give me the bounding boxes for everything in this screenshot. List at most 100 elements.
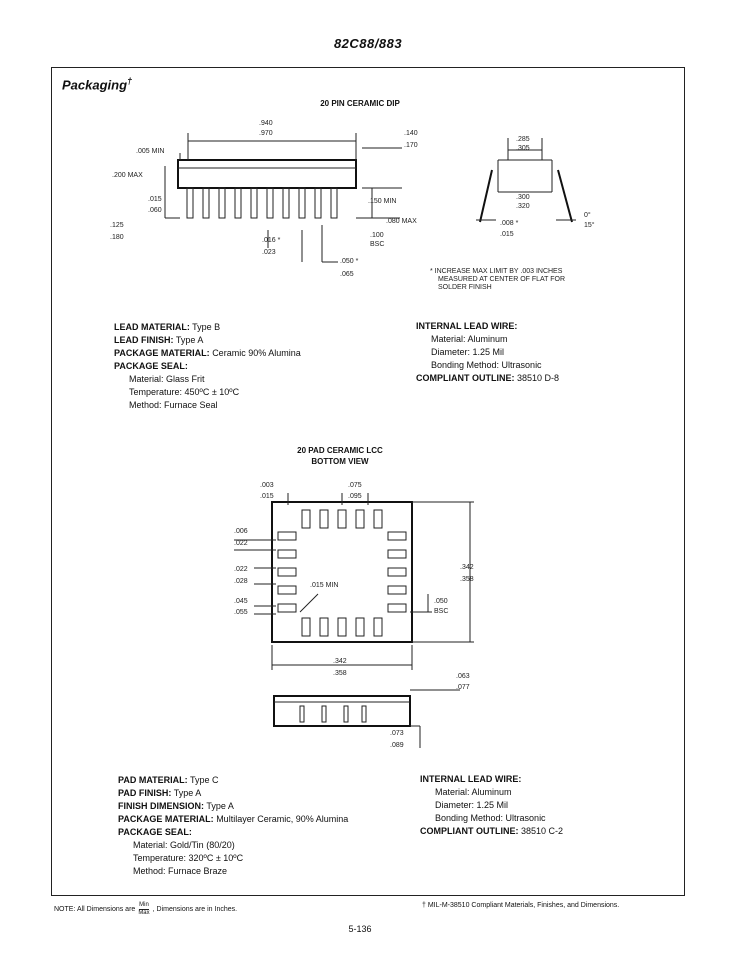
- lcc-wire-item: Material: Aluminum: [435, 787, 512, 797]
- lcc-spec-right: INTERNAL LEAD WIRE: Material: Aluminum D…: [420, 773, 563, 838]
- dip-dim-width-max: .305: [516, 145, 530, 152]
- dip-spec-value: Type B: [192, 322, 221, 332]
- footer-compliance-note: † MIL-M-38510 Compliant Materials, Finis…: [422, 902, 620, 909]
- dip-dim-end-min: .005 MIN: [136, 148, 165, 155]
- dip-spec-row: PACKAGE MATERIAL: Ceramic 90% Alumina: [114, 347, 301, 360]
- dip-dim-seat-min: .150 MIN: [368, 198, 397, 205]
- dip-dim-lead-width-min: .016 *: [262, 237, 281, 244]
- lcc-spec-row: PAD MATERIAL: Type C: [118, 774, 348, 787]
- footer-note-prefix: NOTE: All Dimensions are: [54, 906, 136, 913]
- dip-dim-length-max: .970: [259, 130, 273, 137]
- lcc-top-pads: [301, 509, 383, 529]
- dip-dim-row-spacing-min: .300: [516, 194, 530, 201]
- lcc-dim-chamfer-min: .003: [260, 482, 274, 489]
- packaging-frame: [51, 67, 685, 896]
- lcc-spec-left: PAD MATERIAL: Type C PAD FINISH: Type A …: [118, 774, 348, 878]
- dip-wire-title: INTERNAL LEAD WIRE:: [416, 321, 518, 331]
- dip-dim-standoff-min: .015: [148, 196, 162, 203]
- dip-dim-thickness-max: .015: [500, 231, 514, 238]
- lcc-wire-item: Diameter: 1.25 Mil: [435, 800, 509, 810]
- lcc-index-arrow: [299, 593, 319, 613]
- lcc-outline-label: COMPLIANT OUTLINE:: [420, 826, 519, 836]
- lcc-spec-row: PACKAGE SEAL:: [118, 826, 348, 839]
- dip-dim-seat-max: .080 MAX: [386, 218, 417, 225]
- dip-spec-row: LEAD FINISH: Type A: [114, 334, 301, 347]
- footer-fraction-den: Max: [138, 910, 150, 916]
- lcc-bottom-pads: [301, 617, 383, 637]
- dip-outline-label: COMPLIANT OUTLINE:: [416, 373, 515, 383]
- dip-spec-value: Type A: [175, 335, 204, 345]
- dip-note-line: SOLDER FINISH: [438, 284, 492, 291]
- dip-spec-label: LEAD FINISH:: [114, 335, 174, 345]
- lcc-spec-label: PACKAGE SEAL:: [118, 827, 192, 837]
- lcc-dim-offset-max: .022: [234, 540, 248, 547]
- footer-fraction-num: Min: [139, 902, 149, 910]
- lcc-right-pads: [387, 531, 407, 613]
- dip-dim-length-min: .940: [259, 120, 273, 127]
- dip-dim-height-max: .170: [404, 142, 418, 149]
- lcc-dim-pad-length-max: .095: [348, 493, 362, 500]
- dip-dim-shoulder-max: .065: [340, 271, 354, 278]
- dip-note: * INCREASE MAX LIMIT BY .003 INCHES MEAS…: [430, 268, 565, 292]
- lcc-dim-index-max: .055: [234, 609, 248, 616]
- lcc-dim-chamfer-max: .015: [260, 493, 274, 500]
- dip-note-line: * INCREASE MAX LIMIT BY .003 INCHES: [430, 268, 563, 275]
- lcc-dim-index-label: .015 MIN: [310, 582, 339, 589]
- footer-note-suffix: , Dimensions are in Inches.: [152, 906, 238, 913]
- lcc-seal-item: Method: Furnace Braze: [133, 866, 228, 876]
- lcc-body-outline: [271, 501, 413, 643]
- lcc-dim-thickness-min: .073: [390, 730, 404, 737]
- lcc-side-body: [273, 695, 411, 727]
- lcc-spec-value: Type A: [206, 801, 234, 811]
- lcc-side-pads: [299, 705, 367, 723]
- lcc-dim-height-min: .342: [460, 564, 474, 571]
- dip-dim-shoulder-min: .050 *: [340, 258, 359, 265]
- footer-note: NOTE: All Dimensions are Min Max , Dimen…: [54, 902, 237, 917]
- dip-spec-label: LEAD MATERIAL:: [114, 322, 190, 332]
- dip-spec-right: INTERNAL LEAD WIRE: Material: Aluminum D…: [416, 320, 559, 385]
- lcc-spec-row: PACKAGE MATERIAL: Multilayer Ceramic, 90…: [118, 813, 348, 826]
- dip-seal-item: Temperature: 450ºC ± 10ºC: [129, 387, 240, 397]
- lcc-spec-label: PAD FINISH:: [118, 788, 172, 798]
- dip-dim-pin-length-max: .180: [110, 234, 124, 241]
- lcc-dim-width-max: .358: [333, 670, 347, 677]
- dip-outline-value: 38510 D-8: [517, 373, 560, 383]
- lcc-dim-width-min: .342: [333, 658, 347, 665]
- lcc-wire-item: Bonding Method: Ultrasonic: [435, 813, 546, 823]
- lcc-dim-index-min: .045: [234, 598, 248, 605]
- lcc-outline-value: 38510 C-2: [521, 826, 564, 836]
- lcc-spec-row: FINISH DIMENSION: Type A: [118, 800, 348, 813]
- dip-spec-value: Ceramic 90% Alumina: [212, 348, 301, 358]
- page-header-title: 82C88/883: [333, 36, 403, 51]
- lcc-spec-label: PAD MATERIAL:: [118, 775, 188, 785]
- dip-wire-item: Material: Aluminum: [431, 334, 508, 344]
- lcc-subheading: BOTTOM VIEW: [311, 457, 369, 466]
- lcc-wire-title: INTERNAL LEAD WIRE:: [420, 774, 522, 784]
- dip-dim-height-min: .140: [404, 130, 418, 137]
- lcc-spec-value: Type A: [173, 788, 202, 798]
- section-title-text: Packaging: [62, 77, 128, 93]
- dip-dim-angle-min: 0°: [584, 212, 591, 219]
- dip-spec-label: PACKAGE MATERIAL:: [114, 348, 210, 358]
- page-number: 5-136: [348, 924, 372, 934]
- dip-wire-item: Bonding Method: Ultrasonic: [431, 360, 542, 370]
- dip-spec-row: LEAD MATERIAL: Type B: [114, 321, 301, 334]
- section-title-dagger: †: [127, 76, 133, 86]
- lcc-left-pads: [277, 531, 297, 613]
- dip-dim-pitch-bsc: BSC: [370, 241, 385, 248]
- lcc-dim-pitch: .050: [434, 598, 448, 605]
- lcc-dim-pad-width-min: .022: [234, 566, 248, 573]
- lcc-dim-pad-width-max: .028: [234, 578, 248, 585]
- dip-seal-item: Material: Glass Frit: [129, 374, 205, 384]
- lcc-dim-pitch-bsc: BSC: [434, 608, 449, 615]
- dip-dim-pin-length-min: .125: [110, 222, 124, 229]
- dip-spec-label: PACKAGE SEAL:: [114, 361, 188, 371]
- dip-dim-pitch: .100: [370, 232, 384, 239]
- dip-wire-item: Diameter: 1.25 Mil: [431, 347, 505, 357]
- lcc-spec-value: Type C: [190, 775, 219, 785]
- dip-seal-item: Method: Furnace Seal: [129, 400, 218, 410]
- lcc-dim-height-max: .358: [460, 576, 474, 583]
- section-title: Packaging†: [62, 76, 132, 92]
- dip-pins: [186, 187, 338, 219]
- lcc-dim-lid-max: .077: [456, 684, 470, 691]
